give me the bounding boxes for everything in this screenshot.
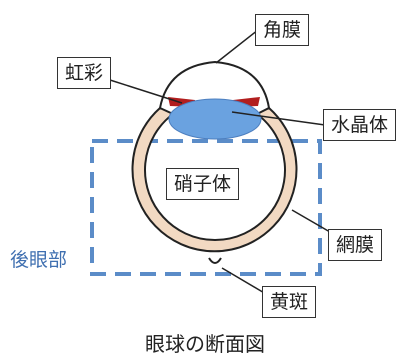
figure-caption: 眼球の断面図 bbox=[145, 332, 265, 356]
lens-leader bbox=[231, 111, 326, 126]
vitreous-label: 硝子体 bbox=[166, 168, 240, 200]
cornea-arc bbox=[159, 60, 270, 109]
retina-label: 網膜 bbox=[328, 229, 383, 261]
macula-notch bbox=[208, 257, 222, 264]
macula-leader bbox=[221, 267, 267, 295]
retina-leader bbox=[291, 209, 331, 233]
cornea-label: 角膜 bbox=[255, 14, 310, 46]
lens bbox=[168, 98, 262, 140]
lens-label: 水晶体 bbox=[323, 109, 397, 141]
posterior-segment-region bbox=[90, 139, 322, 276]
iris-leader bbox=[109, 79, 183, 104]
posterior-segment-label: 後眼部 bbox=[10, 249, 68, 271]
iris-label: 虹彩 bbox=[57, 57, 112, 89]
cornea-leader bbox=[215, 29, 259, 64]
macula-label: 黄斑 bbox=[262, 286, 317, 318]
